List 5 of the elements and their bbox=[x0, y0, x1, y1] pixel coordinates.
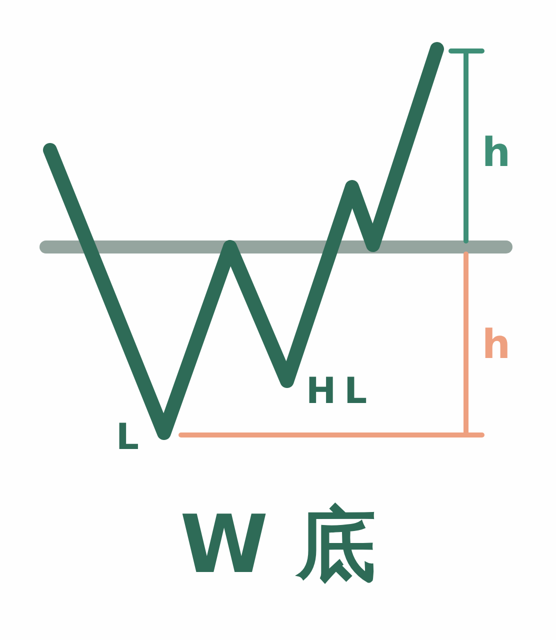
title: W 底 bbox=[178, 505, 378, 585]
point-label: L bbox=[116, 420, 139, 456]
point-label: HL bbox=[306, 374, 376, 410]
height-label: h bbox=[482, 133, 510, 173]
height-label: h bbox=[482, 325, 510, 365]
